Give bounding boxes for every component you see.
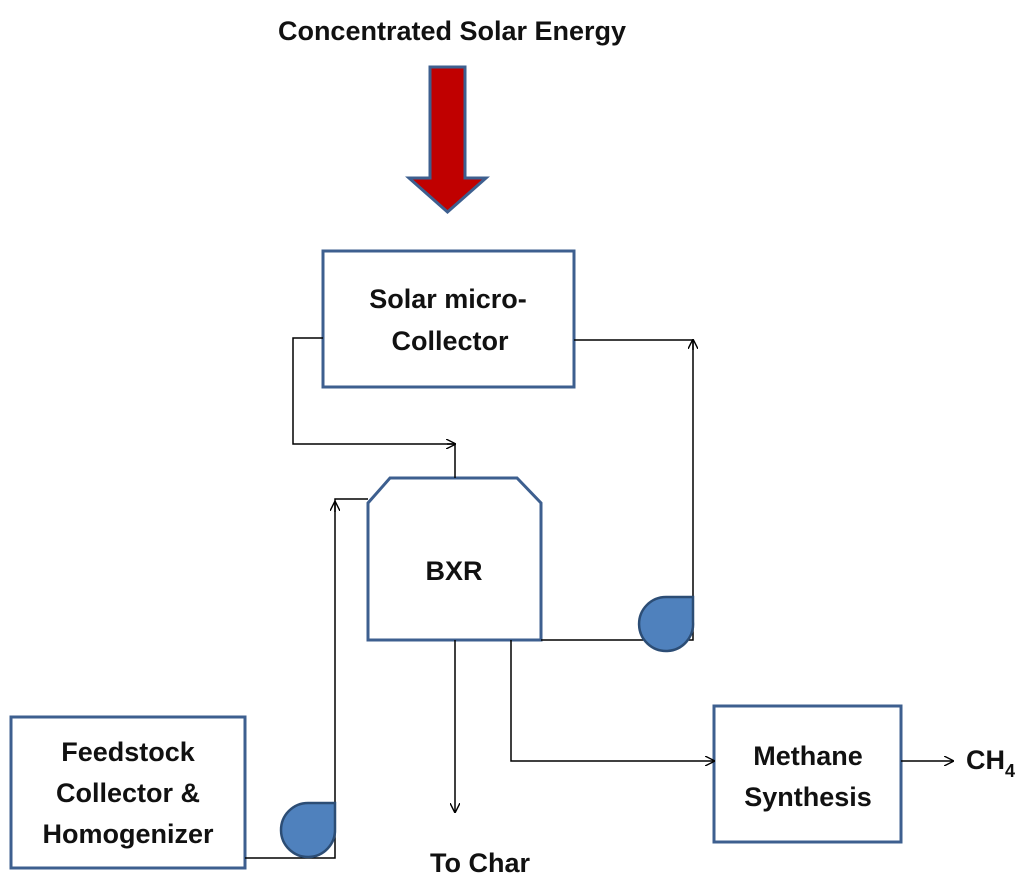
diagram-title: Concentrated Solar Energy bbox=[278, 16, 626, 46]
to-char-label: To Char bbox=[430, 848, 530, 878]
bxr-recycle-line bbox=[541, 339, 694, 641]
bxr-node: BXR bbox=[366, 476, 543, 642]
recycle-pump-icon bbox=[637, 595, 695, 653]
bxr-to-methane-line bbox=[510, 640, 714, 761]
ch4-subscript: 4 bbox=[1005, 761, 1015, 781]
feedstock-pump-icon bbox=[279, 801, 337, 859]
feedstock-label-line3: Homogenizer bbox=[42, 819, 214, 849]
methane-synthesis-box bbox=[712, 704, 903, 844]
feedstock-to-bxr-line bbox=[245, 498, 368, 859]
methane-synthesis-label-line1: Methane bbox=[753, 741, 863, 771]
ch4-label: CH4 bbox=[966, 745, 1015, 781]
methane-synthesis-node: Methane Synthesis bbox=[712, 704, 903, 844]
solar-energy-arrow bbox=[405, 65, 490, 215]
collector-to-bxr-line bbox=[292, 337, 456, 478]
bxr-label: BXR bbox=[425, 556, 482, 586]
methane-synthesis-label-line2: Synthesis bbox=[744, 782, 872, 812]
ch4-main-text: CH bbox=[966, 745, 1005, 775]
solar-collector-label-line2: Collector bbox=[391, 326, 509, 356]
feedstock-node: Feedstock Collector & Homogenizer bbox=[9, 715, 247, 870]
feedstock-label-line2: Collector & bbox=[56, 778, 200, 808]
feedstock-label-line1: Feedstock bbox=[61, 737, 196, 767]
solar-collector-node: Solar micro- Collector bbox=[321, 249, 576, 389]
solar-collector-box bbox=[321, 249, 576, 389]
solar-collector-label-line1: Solar micro- bbox=[369, 284, 527, 314]
feedstock-box bbox=[9, 715, 247, 870]
